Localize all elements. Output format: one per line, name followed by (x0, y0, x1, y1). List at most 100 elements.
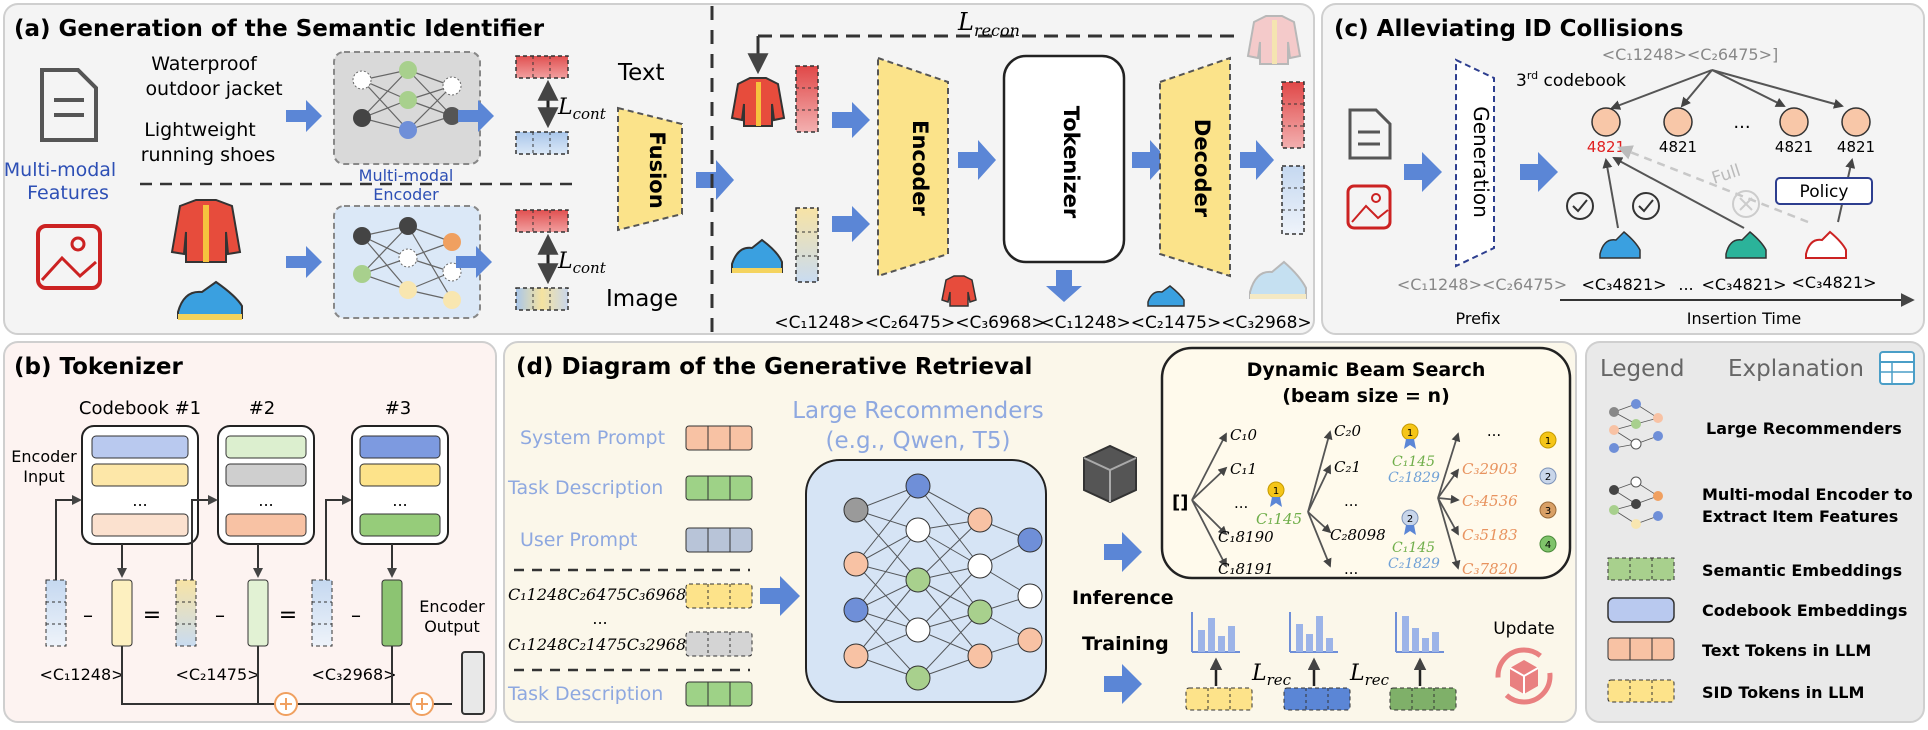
codebook-3: ... (351, 425, 449, 545)
node-value-1: 4821 (1587, 138, 1625, 156)
legend-item-sid-tokens: SID Tokens in LLM (1702, 683, 1864, 702)
insert-code-3: <C₃4821> (1791, 273, 1876, 292)
prefix-bottom-label: <C₁1248><C₂6475> (1397, 275, 1567, 294)
recon-shoe-icon (1249, 260, 1307, 299)
recon-embedding-bottom (1281, 165, 1305, 235)
quantized-vector-3 (381, 579, 403, 647)
arrow (832, 206, 870, 242)
image-embedding-bottom (515, 209, 569, 311)
medal-icon-1b: 1 (1401, 423, 1419, 449)
arrow (1404, 152, 1442, 192)
beam-c3-ellipsis: ... (1487, 422, 1501, 440)
panel-c-title: (c) Alleviating ID Collisions (1334, 16, 1683, 42)
quantized-vector-2 (247, 579, 269, 647)
minus-sign: – (83, 603, 93, 627)
beam-c1-8191: C₁8191 (1218, 560, 1274, 578)
model-title-1: Large Recommenders (792, 398, 1044, 424)
legend-panel: Legend Explanation Large Recommenders (1585, 341, 1925, 723)
beam-c2-green-1: C₁145 (1392, 454, 1435, 470)
node-ellipsis: ... (1733, 112, 1750, 133)
loss-rec-1: Lrec (1251, 661, 1292, 689)
loss-cont-bottom: Lcont (557, 249, 607, 277)
medal-icon-2: 2 (1401, 509, 1419, 535)
task-description-label: Task Description (507, 477, 663, 499)
beam-c2-ellipsis: ... (1344, 492, 1358, 510)
arrow (958, 140, 996, 180)
plus-icon (410, 692, 434, 716)
text-embedding-top (515, 55, 569, 155)
multimodal-features-label-2: Features (27, 182, 109, 204)
bar-chart-icon-3 (1395, 612, 1444, 653)
beam-c2-8098: C₂8098 (1330, 526, 1386, 544)
encoder-input-label-1: Encoder (11, 447, 77, 466)
beam-c3-5183: C₃5183 (1462, 526, 1518, 544)
legend-item-semantic: Semantic Embeddings (1702, 561, 1902, 580)
sid-token-yellow (685, 583, 753, 609)
residual-flow-arrow (325, 495, 352, 580)
sid-row-1: C₁1248C₂6475C₃6968 (508, 585, 686, 604)
beam-edge (1191, 499, 1227, 568)
code-label-3: <C₃2968> (311, 665, 396, 684)
beam-edge (1437, 497, 1459, 536)
sid-jacket-label: <C₁1248><C₂6475><C₃6968> (774, 313, 1045, 333)
insert-arrow (1612, 157, 1745, 229)
panel-b-title: (b) Tokenizer (14, 354, 183, 380)
shoe-icon-tiny (1147, 285, 1185, 307)
beam-c2-1: C₂1 (1334, 458, 1361, 476)
insert-code-2: <C₃4821> (1701, 275, 1786, 294)
code-node-4 (1841, 107, 1871, 137)
shoe-icon-green (1725, 230, 1767, 259)
beam-c2-blue-2: C₂1829 (1388, 556, 1440, 572)
encoder-label: Encoder (908, 120, 932, 216)
arrow (1104, 532, 1142, 572)
encoder-label-1: Multi-modal (359, 166, 454, 185)
legend-codebook-swatch (1607, 597, 1675, 623)
beam-c3-4536: C₃4536 (1462, 492, 1518, 510)
svg-text:1: 1 (1545, 436, 1551, 447)
task-description-bottom-label: Task Description (507, 683, 663, 705)
beam-c3-7820: C₃7820 (1462, 560, 1518, 578)
text-token-orange (685, 425, 753, 451)
sid-token-yellow-rec (1185, 687, 1253, 711)
system-prompt-label: System Prompt (520, 427, 665, 449)
beam-edge (1437, 432, 1461, 499)
quantized-vector-1 (111, 579, 133, 647)
text-token-green (685, 475, 753, 501)
beam-c3-2903: C₃2903 (1462, 460, 1518, 478)
fusion-block: Fusion (617, 106, 683, 232)
tokenizer-label: Tokenizer (1059, 106, 1083, 219)
text-token-green (685, 681, 753, 707)
svg-text:4: 4 (1545, 540, 1551, 551)
text-item-1a: Waterproof (151, 53, 258, 75)
encoder-block: Encoder (877, 56, 949, 278)
arrow (696, 160, 734, 200)
check-icon (1566, 192, 1594, 220)
svg-text:2: 2 (1545, 472, 1551, 483)
arrow (286, 100, 322, 132)
text-modality-label: Text (617, 60, 665, 86)
beam-c2-green-2: C₁145 (1392, 540, 1435, 556)
document-icon (40, 68, 98, 142)
beam-c1-0: C₁0 (1230, 426, 1257, 444)
codebook-1: ... (81, 425, 199, 545)
image-icon (36, 224, 102, 290)
encoder-output-label-2: Output (424, 617, 480, 636)
loss-cont-top: Lcont (557, 95, 607, 123)
beam-c1-145-green: C₁145 (1256, 510, 1302, 528)
cube-icon (1083, 444, 1137, 504)
legend-item-text-tokens: Text Tokens in LLM (1702, 641, 1871, 660)
fused-embedding-bottom (795, 207, 819, 283)
beam-root: [] (1172, 492, 1188, 513)
check-mark (1572, 199, 1588, 213)
panel-a: (a) Generation of the Semantic Identifie… (3, 3, 1315, 335)
spreadsheet-icon (1879, 351, 1915, 385)
decoder-block: Decoder (1159, 56, 1231, 278)
arrow (286, 246, 322, 278)
policy-label: Policy (1800, 182, 1849, 202)
multimodal-features-label-1: Multi-modal (4, 159, 116, 181)
svg-text:2: 2 (1407, 514, 1413, 525)
check-mark (1638, 199, 1654, 213)
beam-edge (1307, 464, 1331, 513)
codebook-3-label: #3 (385, 398, 412, 419)
